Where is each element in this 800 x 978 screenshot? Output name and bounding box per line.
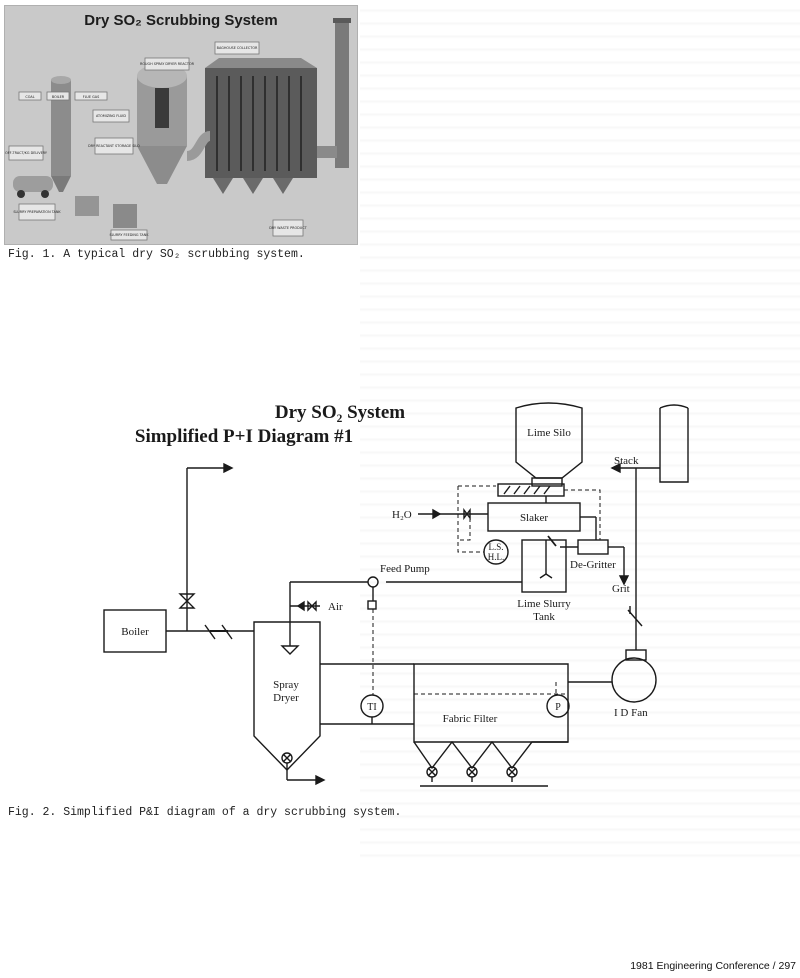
- label-stack: Stack: [614, 455, 639, 467]
- fig1-label-slurry-prep: SLURRY PREPARATION TANK: [13, 210, 61, 214]
- fig1-label-lime-storage: DRY REACTANT STORAGE SILO: [88, 144, 140, 148]
- duct-dryer-baghouse: [186, 131, 212, 161]
- figure-1-title: Dry SO₂ Scrubbing System: [84, 12, 278, 29]
- fig1-label-atomizing-fluid: ATOMIZING FLUID: [96, 114, 126, 118]
- lime-silo-shape: [515, 402, 583, 479]
- label-h2o: H₂O: [392, 509, 412, 521]
- figure-1-photo: Dry SO₂ Scrubbing System: [4, 5, 358, 245]
- label-spray: Spray: [273, 679, 299, 691]
- bleed-through-background: [360, 0, 800, 860]
- fig1-label-flue-gas: FLUE GAS: [83, 95, 99, 99]
- lime-slurry-tank: [521, 539, 567, 593]
- label-level-switch: L.S.: [488, 542, 503, 552]
- stack-cap: [333, 18, 351, 23]
- label-id-fan: I D Fan: [614, 707, 648, 719]
- page-footer: 1981 Engineering Conference / 297: [630, 960, 796, 972]
- duct-to-stack: [317, 146, 337, 158]
- label-lime-silo: Lime Silo: [527, 427, 571, 439]
- slurry-tank-illustration: [113, 204, 137, 228]
- fig1-label-boiler: BOILER: [52, 95, 65, 99]
- fig1-label-coal: COAL: [25, 95, 34, 99]
- baghouse-body: [205, 68, 317, 178]
- label-boiler: Boiler: [121, 626, 149, 638]
- figure-2-caption: Fig. 2. Simplified P&I diagram of a dry …: [8, 806, 402, 819]
- baghouse-roof: [205, 58, 317, 68]
- label-high-level: H.L.: [488, 552, 505, 562]
- figure-1-illustration: COAL BOILER FLUE GAS ATOMIZING FLUID ROU…: [5, 18, 351, 241]
- label-air: Air: [328, 601, 343, 613]
- label-feed-pump: Feed Pump: [380, 563, 430, 575]
- label-slaker: Slaker: [520, 512, 548, 524]
- lime-delivery-truck: [13, 176, 53, 192]
- stack-outline: [659, 408, 689, 483]
- feed-pump-symbol: [367, 576, 379, 588]
- figure-2-title-line-2: Simplified P+I Diagram #1: [135, 426, 353, 447]
- fig1-label-collector: BAGHOUSE COLLECTOR: [217, 46, 258, 50]
- fig1-label-slurry-feed: SLURRY FEEDING TANK: [110, 233, 150, 237]
- silo-outlet: [531, 477, 563, 487]
- reactant-silo: [51, 80, 71, 176]
- label-lime-slurry: Lime Slurry: [517, 598, 571, 610]
- fabric-filter-box: [413, 663, 569, 743]
- de-gritter-box: [577, 539, 609, 555]
- label-grit: Grit: [612, 583, 630, 595]
- label-dryer: Dryer: [273, 692, 299, 704]
- figure-1-caption: Fig. 1. A typical dry SO₂ scrubbing syst…: [8, 248, 305, 261]
- label-de-gritter: De-Gritter: [570, 559, 616, 571]
- label-tank: Tank: [533, 611, 555, 623]
- bypass-valve: [178, 593, 196, 609]
- pressure-indicator-circle: [546, 694, 570, 718]
- fig1-label-waste-product: DRY WASTE PRODUCT: [269, 226, 307, 230]
- fig1-label-spray-dryer: ROUGH SPRAY DRYER REACTOR: [140, 62, 195, 66]
- label-fabric-filter: Fabric Filter: [443, 713, 498, 725]
- fig1-label-lime-delivery: OFF-TRACT/KG DELIVERY: [5, 151, 48, 155]
- spray-dryer-vessel: [253, 621, 321, 772]
- stack-chimney: [335, 18, 349, 168]
- label-ti: TI: [367, 702, 376, 713]
- label-p: P: [555, 702, 561, 713]
- h2o-valve: [463, 507, 471, 521]
- id-fan-circle: [611, 657, 657, 703]
- figure-2-title-line-1: Dry SO₂ System: [275, 402, 405, 423]
